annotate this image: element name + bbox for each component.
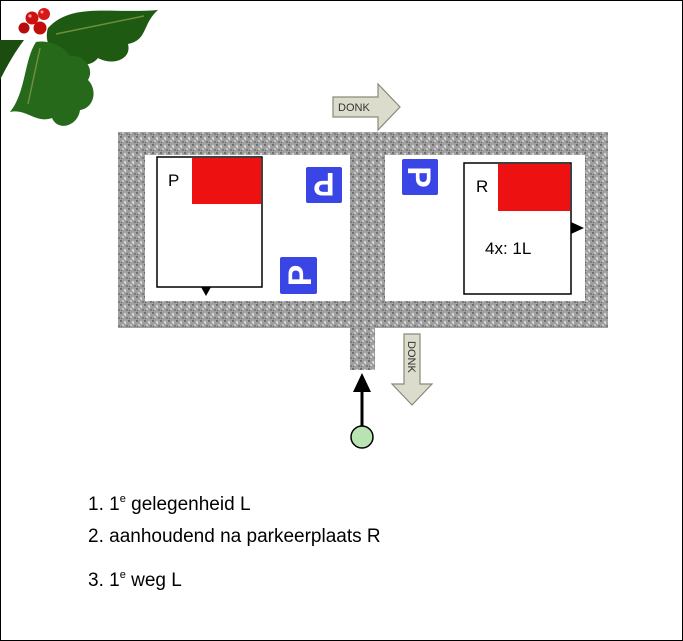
building-p-roof: [192, 158, 261, 204]
building-p-entrance-marker: [201, 287, 211, 296]
building-p-label: P: [168, 171, 179, 190]
parking-sign-1-label: P: [313, 166, 334, 202]
start-marker: [350, 373, 374, 449]
instruction-1-text: gelegenheid L: [125, 494, 251, 515]
donk-arrow-top-label: DONK: [338, 102, 370, 114]
instruction-1: 1. 1e gelegenheid L: [88, 480, 381, 518]
instruction-1-ordinal: 1: [109, 494, 120, 515]
up-arrow-head: [353, 373, 371, 392]
parking-sign-2: P: [401, 159, 438, 195]
building-r-roof: [498, 164, 570, 211]
instruction-3-superscript: e: [119, 569, 126, 581]
building-r-note: 4x: 1L: [485, 239, 531, 258]
parking-sign-3-label: P: [282, 265, 318, 286]
instruction-2: 2. aanhoudend na parkeerplaats R: [88, 518, 381, 556]
building-r: R 4x: 1L: [463, 162, 584, 295]
start-point-icon: [350, 425, 374, 449]
donk-arrow-down-label: DONK: [405, 341, 417, 373]
instruction-3-number: 3.: [88, 570, 104, 591]
instruction-3-text: weg L: [125, 570, 182, 591]
donk-arrow-down-shape: [390, 333, 434, 406]
instruction-1-number: 1.: [88, 494, 104, 515]
instruction-1-superscript: e: [119, 493, 126, 505]
parking-sign-2-label: P: [401, 166, 437, 187]
parking-sign-3: P: [280, 257, 318, 294]
road-stem: [350, 328, 375, 370]
donk-arrow-top-shape: [332, 82, 401, 132]
instruction-2-text: aanhoudend na parkeerplaats R: [109, 526, 381, 547]
donk-arrow-top: DONK: [332, 82, 401, 132]
building-r-entrance-marker: [571, 222, 584, 234]
holly-icon: [0, 8, 158, 126]
instruction-3-ordinal: 1: [109, 570, 120, 591]
instructions-list: 1. 1e gelegenheid L 2. aanhoudend na par…: [88, 480, 381, 594]
instruction-2-number: 2.: [88, 526, 104, 547]
building-p: P: [156, 156, 263, 296]
donk-arrow-down: DONK: [390, 333, 434, 406]
building-r-label: R: [476, 177, 488, 196]
instruction-3: 3. 1e weg L: [88, 556, 381, 594]
parking-sign-1: P: [306, 166, 342, 203]
